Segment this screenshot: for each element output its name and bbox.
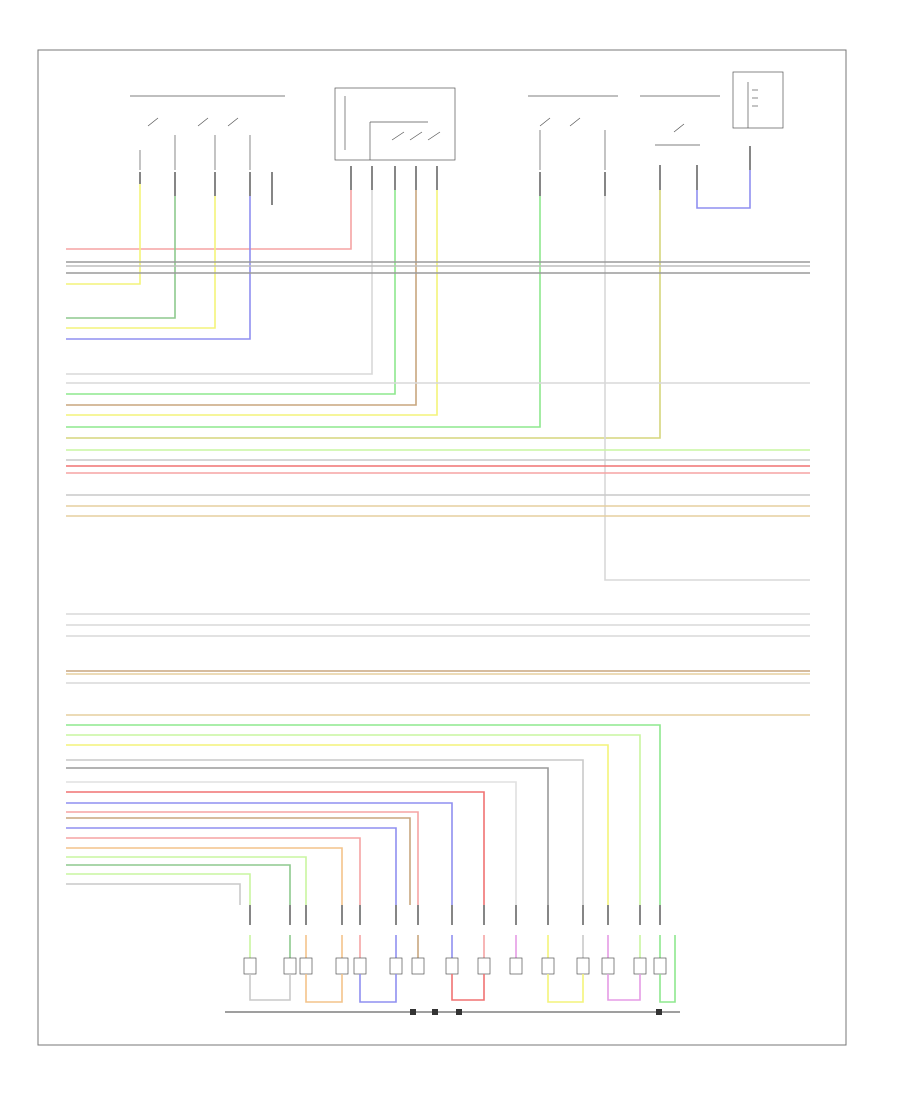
wire-green-2 — [66, 190, 396, 395]
wire-dkgreen-1 — [66, 196, 176, 319]
wire-blue-1 — [66, 196, 251, 340]
overdrive-switch-box — [334, 87, 456, 161]
top-components — [130, 71, 784, 170]
wire-yellow-1 — [66, 184, 141, 285]
wire-red-to-bus — [66, 190, 352, 250]
solenoid-wires — [66, 724, 661, 905]
wire-blue-loop — [696, 170, 751, 209]
shift-lock-switch — [528, 95, 618, 170]
wire-yellow-3 — [66, 190, 438, 416]
bus-wires — [66, 261, 810, 716]
solenoid-block — [225, 905, 680, 1015]
diagram-frame — [37, 49, 847, 1046]
wire-yellow-2 — [66, 196, 216, 329]
wire-grey-thin — [66, 190, 373, 375]
temperature-sensor-box — [732, 71, 784, 129]
top-connectors — [139, 146, 751, 205]
wire-grey-long — [604, 196, 810, 581]
pressure-switch — [640, 95, 720, 146]
transmission-range-switch — [130, 95, 285, 170]
